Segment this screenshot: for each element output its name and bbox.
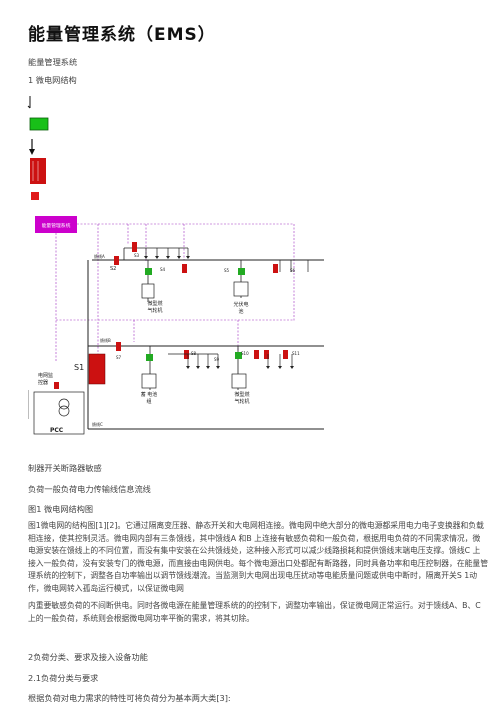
info-flow-lines (55, 223, 295, 362)
load-arrows-a (144, 256, 190, 259)
breaker-s11a (254, 350, 259, 359)
battery-icon (141, 373, 157, 389)
controller-s4 (145, 268, 152, 275)
s6-label: S6 (290, 268, 296, 273)
legend-symbols (27, 96, 49, 200)
gas-turbine-line2: 气轮机 (234, 398, 249, 405)
breaker-s5 (182, 264, 187, 273)
s5-label: S5 (224, 268, 230, 273)
pcc-label: PCC (50, 427, 64, 434)
ems-label: 能量管理系统 (42, 222, 71, 229)
s2-label: S2 (110, 266, 116, 272)
s1-label: S1 (74, 363, 84, 372)
grid-controller-line1: 电网监 (38, 372, 53, 379)
microgrid-diagram: 能量管理系统 馈线A S2 S3 S4 微型燃 气轮机 S5 S6 (28, 216, 324, 435)
ems-box (35, 216, 77, 233)
battery-line2: 组 (146, 398, 151, 405)
transformer-icon (58, 398, 70, 410)
loads-b (187, 354, 219, 368)
loads-b-right (267, 354, 293, 368)
load-arrows-b-right (266, 366, 294, 369)
grid-controller-line2: 控器 (38, 379, 48, 386)
s3-label: S3 (134, 253, 140, 258)
green-block-icon (29, 117, 49, 131)
pcc-box (33, 391, 85, 435)
breaker-s2 (114, 256, 119, 265)
paragraph-2: 内重要敏感负荷的不间断供电。同时各微电源在能量管理系统的的控制下，调整功率输出，… (28, 601, 481, 623)
section-heading-1: 1 微电网结构 (28, 75, 77, 85)
subtitle: 能量管理系统 (28, 57, 78, 67)
battery-line1: 蓄 电池 (141, 391, 158, 398)
s9-label: S9 (214, 357, 220, 362)
pv-line1: 光伏电 (233, 301, 248, 308)
breaker-s8 (184, 350, 189, 359)
gas-turbine-line1: 微型燃 (234, 391, 249, 398)
microturbine-line1: 微型燃 (147, 300, 162, 307)
breaker-s7 (116, 342, 121, 351)
down-arrow-icon (29, 139, 35, 155)
legend-line-1: 制器开关断路器敏感 (28, 463, 102, 473)
gas-turbine-icon (231, 373, 247, 389)
s7-label: S7 (116, 355, 122, 360)
breaker-grid (54, 382, 59, 389)
pv-icon (233, 281, 249, 297)
feeder-c-label: 馈线C (92, 421, 103, 427)
s10-label: S10 (241, 351, 249, 356)
page-title: 能量管理系统（EMS） (28, 25, 216, 45)
feeder-b-label: 馈线B (100, 337, 111, 343)
controller-s8 (146, 354, 153, 361)
feeder-a-label: 馈线A (94, 253, 105, 259)
breaker-s11b (264, 350, 269, 359)
section-heading-2: 2负荷分类、要求及接入设备功能 (28, 652, 148, 662)
load-arrows-b (186, 366, 220, 369)
s11-label: S11 (292, 351, 300, 356)
s4-label: S4 (160, 267, 166, 272)
static-switch-s1 (88, 353, 106, 385)
section-heading-2-1: 2.1负荷分类与要求 (28, 673, 99, 683)
loads-a-right (279, 260, 309, 272)
figure-caption: 图1 微电网结构图 (28, 504, 94, 514)
breaker-s3 (132, 242, 137, 252)
legend-line-2: 负荷一般负荷电力传输线信息流线 (28, 484, 151, 494)
breaker-s6 (273, 264, 278, 273)
pv-line2: 池 (238, 308, 243, 315)
arrow-icon (27, 96, 31, 109)
s8-label: S8 (191, 351, 197, 356)
paragraph-3: 根据负荷对电力需求的特性可将负荷分为基本两大类[3]: (28, 693, 231, 703)
microturbine-line2: 气轮机 (147, 307, 162, 314)
controller-s10 (235, 352, 242, 359)
breaker-s11 (283, 350, 288, 359)
controller-s6 (238, 268, 245, 275)
microturbine-icon (141, 283, 155, 299)
small-red-icon (31, 192, 39, 200)
paragraph-1: 图1微电网的结构图[1][2]。它通过隔离变压器、静态开关和大电网相连接。微电网… (28, 521, 489, 593)
